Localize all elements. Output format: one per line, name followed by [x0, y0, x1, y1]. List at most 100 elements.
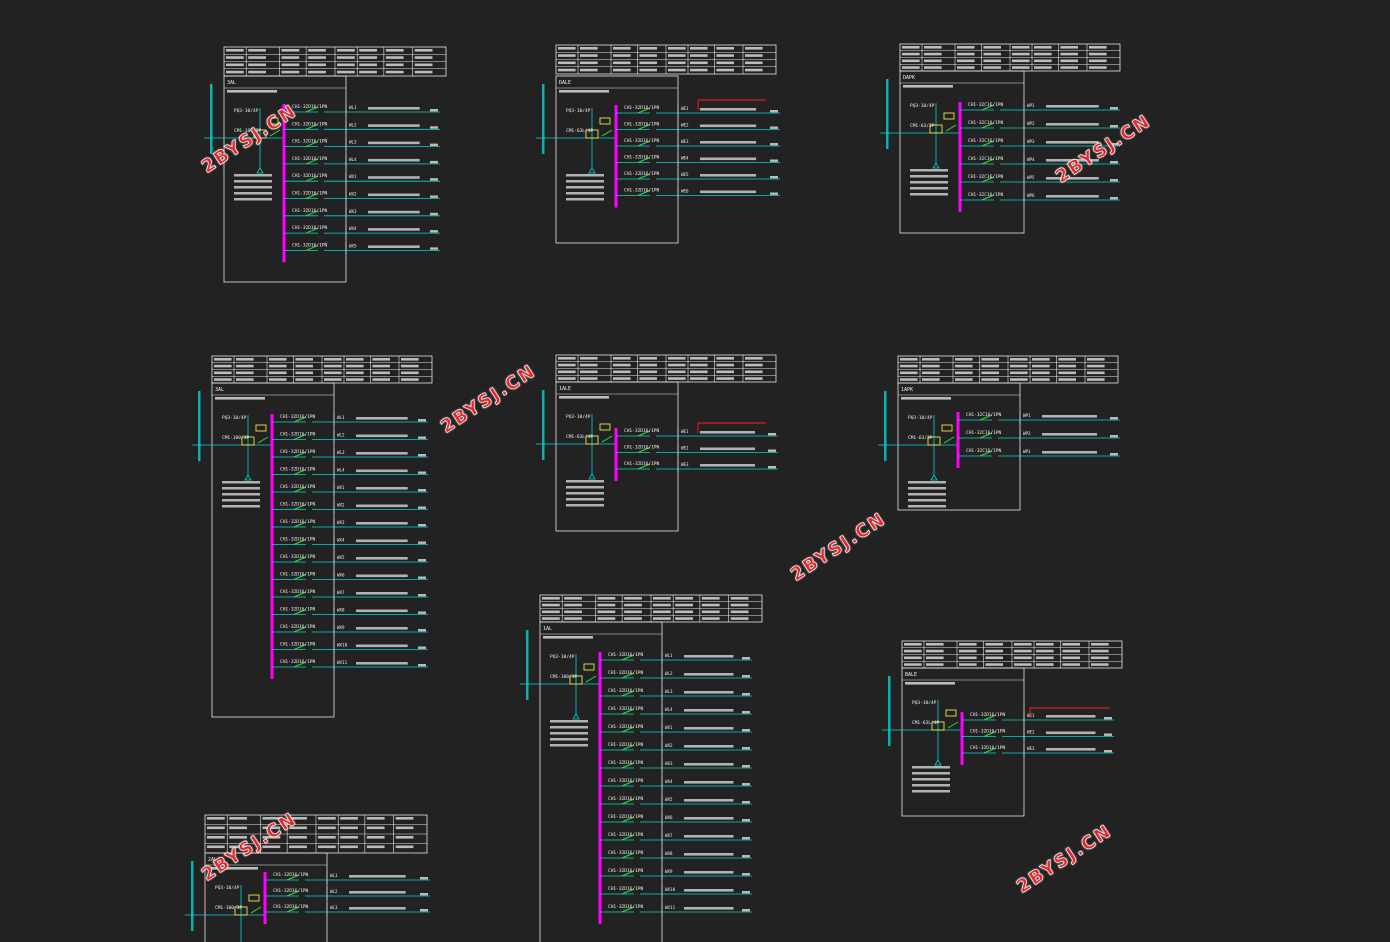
feeder-breaker-icon [305, 210, 319, 217]
cable-spec-text [356, 592, 408, 595]
table-cell-text [690, 61, 708, 65]
table-cell-text [957, 66, 975, 69]
feeder-breaker-icon [637, 430, 651, 437]
cable-spec-text [356, 487, 408, 490]
table-cell-text [1087, 364, 1105, 368]
meter-box [585, 435, 599, 445]
table-cell-text [337, 56, 355, 59]
table-cell-text [401, 371, 419, 375]
main-breaker-label: CM1-100/3P [215, 905, 242, 911]
table-cell-text [613, 370, 631, 374]
main-breaker-icon [601, 435, 613, 443]
feeder-breaker-icon [293, 661, 307, 668]
ground-icon [588, 473, 596, 480]
feeder-breaker-label: CH1-32C16/1PN [968, 192, 1004, 198]
feeder-breaker-icon [981, 104, 995, 111]
circuit-id: WL3 [330, 905, 338, 910]
circuit-id: WL4 [665, 707, 673, 712]
cable-spec-text [368, 124, 420, 127]
table-cell-text [1032, 358, 1050, 361]
table-cell-text [580, 54, 598, 57]
cable-spec-text [349, 907, 406, 910]
table-cell-text [955, 371, 973, 375]
table-cell-text [900, 364, 918, 368]
table-cell-text [1034, 66, 1052, 69]
cable-spec-text [700, 141, 757, 144]
incoming-spec-text [566, 198, 604, 201]
ground-icon [932, 162, 940, 169]
table-cell-text [597, 617, 616, 620]
table-cell-text [959, 656, 977, 660]
table-cell-text [385, 70, 404, 74]
table-cell-text [580, 68, 598, 72]
main-breaker-icon [601, 129, 613, 137]
feeder-breaker-icon [637, 107, 651, 114]
table-cell-text [226, 49, 244, 52]
spd-label: PQ3-10/4P [566, 414, 591, 420]
incoming-spec-text [550, 744, 588, 747]
circuit-id: WX8 [337, 608, 345, 613]
circuit-id: WX11 [337, 660, 348, 665]
panel-header-table [223, 46, 447, 77]
feeder-breaker-label: CH1-32D16/1PN [624, 122, 660, 128]
cable-spec-text [700, 190, 757, 194]
table-cell-text [318, 845, 336, 849]
meter-box [569, 675, 583, 685]
table-cell-text [639, 363, 657, 367]
table-cell-text [340, 817, 358, 820]
table-cell-text [324, 371, 342, 375]
cable-spec-text [700, 464, 755, 467]
table-cell-text [262, 836, 281, 839]
table-cell-text [716, 363, 734, 367]
feeder-breaker-label: CH1-32D16/1PN [608, 760, 644, 766]
panel-note-text [905, 682, 955, 685]
load-label-text [1110, 435, 1118, 438]
incoming-spec-text [908, 487, 946, 490]
circuit-id: WE5 [681, 172, 689, 177]
table-cell-text [281, 63, 300, 67]
table-cell-text [690, 54, 708, 57]
circuit-id: WL2 [349, 122, 357, 127]
table-cell-text [214, 378, 232, 381]
table-cell-text [701, 610, 720, 614]
incoming-spec-text [566, 174, 604, 177]
panel-header-table [901, 640, 1123, 669]
circuit-id: WX2 [337, 503, 345, 508]
cable-spec-text [356, 417, 408, 420]
table-cell-text [1060, 59, 1078, 63]
table-cell-text [985, 663, 1003, 666]
table-cell-text [558, 370, 576, 374]
incoming-spec-text [910, 175, 948, 178]
cable-spec-text [684, 835, 734, 838]
incoming-spec-text [234, 198, 272, 201]
panel-name: DALE [559, 80, 571, 86]
load-label-text [768, 449, 776, 452]
cable-spec-text [368, 245, 420, 248]
table-cell-text [959, 649, 977, 653]
table-cell-text [690, 68, 708, 72]
table-cell-text [346, 358, 364, 361]
table-cell-text [716, 54, 734, 57]
table-cell-text [226, 70, 244, 74]
feeder-breaker-icon [293, 556, 307, 563]
cable-spec-text [349, 875, 406, 878]
circuit-id: WE3 [681, 462, 689, 467]
cable-spec-text [684, 655, 734, 658]
table-cell-text [981, 358, 999, 361]
load-label-text [742, 675, 750, 678]
feeder-breaker-icon [621, 888, 635, 895]
spd-box [599, 423, 611, 431]
table-cell-text [639, 357, 657, 360]
load-label-text [1110, 161, 1118, 164]
table-cell-text [558, 377, 576, 380]
